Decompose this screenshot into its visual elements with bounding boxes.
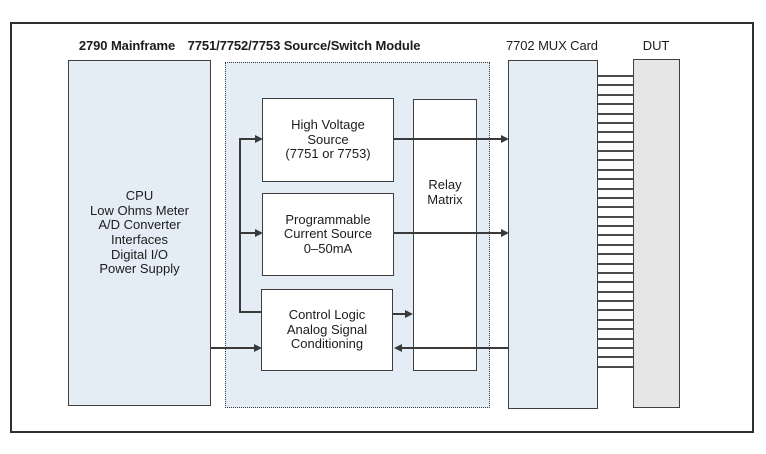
wire-line xyxy=(597,84,635,87)
mainframe-content-line: A/D Converter xyxy=(98,217,181,233)
wire-line xyxy=(597,75,635,77)
current-to-mux-line xyxy=(394,232,502,234)
source-switch-module-header: 7751/7752/7753 Source/Switch Module xyxy=(187,38,421,53)
wire-line xyxy=(597,290,635,293)
arrowhead-hv-into-mux xyxy=(501,135,509,143)
box-text-line: High Voltage xyxy=(291,117,365,133)
wire-line xyxy=(597,328,635,331)
box-text-line: Programmable xyxy=(285,211,371,227)
wire-line xyxy=(597,356,635,359)
wire-line xyxy=(597,243,635,246)
relay-matrix-box: Relay Matrix xyxy=(413,99,477,371)
wire-line xyxy=(597,187,635,190)
box-text-line: Source xyxy=(307,131,349,147)
box-text-line: (7751 or 7753) xyxy=(285,146,371,162)
wire-line xyxy=(597,103,635,106)
wire-line xyxy=(597,365,635,368)
box-text-line: Conditioning xyxy=(290,336,364,352)
wire-line xyxy=(597,196,635,199)
mainframe-to-control-line xyxy=(211,347,255,349)
wire-line xyxy=(597,346,635,349)
wire-line xyxy=(597,121,635,124)
wire-line xyxy=(597,225,635,227)
box-text-line: 0–50mA xyxy=(303,240,353,256)
branch-to-hv-line xyxy=(239,138,257,140)
wire-line xyxy=(597,159,635,162)
wire-line xyxy=(597,150,635,152)
mainframe-content-line: Interfaces xyxy=(110,232,169,247)
mux-card-header: 7702 MUX Card xyxy=(506,38,598,53)
arrowhead-into-hv-source xyxy=(255,135,263,143)
control-to-relay-line xyxy=(393,313,406,315)
arrowhead-into-relay-matrix xyxy=(405,310,413,318)
wire-line xyxy=(597,131,635,134)
wire-line xyxy=(597,140,635,143)
dut-header: DUT xyxy=(642,38,670,53)
wire-line xyxy=(597,93,635,96)
dut-box xyxy=(633,59,680,408)
box-text-line: Matrix xyxy=(427,191,463,207)
arrowhead-current-into-mux xyxy=(501,229,509,237)
box-text-line: Analog Signal xyxy=(286,321,368,337)
mux-to-control-line xyxy=(402,347,509,349)
arrowhead-into-control-from-mux xyxy=(394,344,402,352)
wire-line xyxy=(597,168,635,171)
mainframe-header: 2790 Mainframe xyxy=(78,38,176,53)
wire-line xyxy=(597,281,635,284)
mainframe-content-line: CPU xyxy=(125,188,154,204)
wire-line xyxy=(597,234,635,237)
wire-line xyxy=(597,215,635,218)
wire-line xyxy=(597,253,635,256)
mainframe-content-line: Digital I/O xyxy=(110,246,169,262)
high-voltage-source-box: High Voltage Source (7751 or 7753) xyxy=(262,98,394,182)
branch-to-current-line xyxy=(239,232,257,234)
wire-line xyxy=(597,309,635,312)
mainframe-content-line: Power Supply xyxy=(99,261,180,277)
wire-line xyxy=(597,271,635,274)
box-text-line: Control Logic xyxy=(288,307,366,323)
hv-to-mux-line xyxy=(394,138,502,140)
arrowhead-into-current-source xyxy=(255,229,263,237)
wire-line xyxy=(597,178,635,181)
wire-line xyxy=(597,262,635,265)
arrowhead-into-control-logic xyxy=(254,344,262,352)
branch-to-control-line xyxy=(239,311,262,313)
mux-card-box xyxy=(508,60,598,409)
control-logic-box: Control Logic Analog Signal Conditioning xyxy=(261,289,393,371)
mainframe-content-line: Low Ohms Meter xyxy=(90,202,189,218)
programmable-current-source-box: Programmable Current Source 0–50mA xyxy=(262,193,394,276)
mux-dut-wiring xyxy=(597,75,635,368)
wire-line xyxy=(597,206,635,209)
mainframe-box: CPU Low Ohms Meter A/D Converter Interfa… xyxy=(68,60,211,406)
wire-line xyxy=(597,318,635,321)
box-text-line: Current Source xyxy=(283,226,373,242)
wire-line xyxy=(597,300,635,302)
wire-line xyxy=(597,337,635,340)
box-text-line: Relay xyxy=(428,177,462,192)
control-branch-vertical-line xyxy=(239,138,241,313)
wire-line xyxy=(597,112,635,115)
